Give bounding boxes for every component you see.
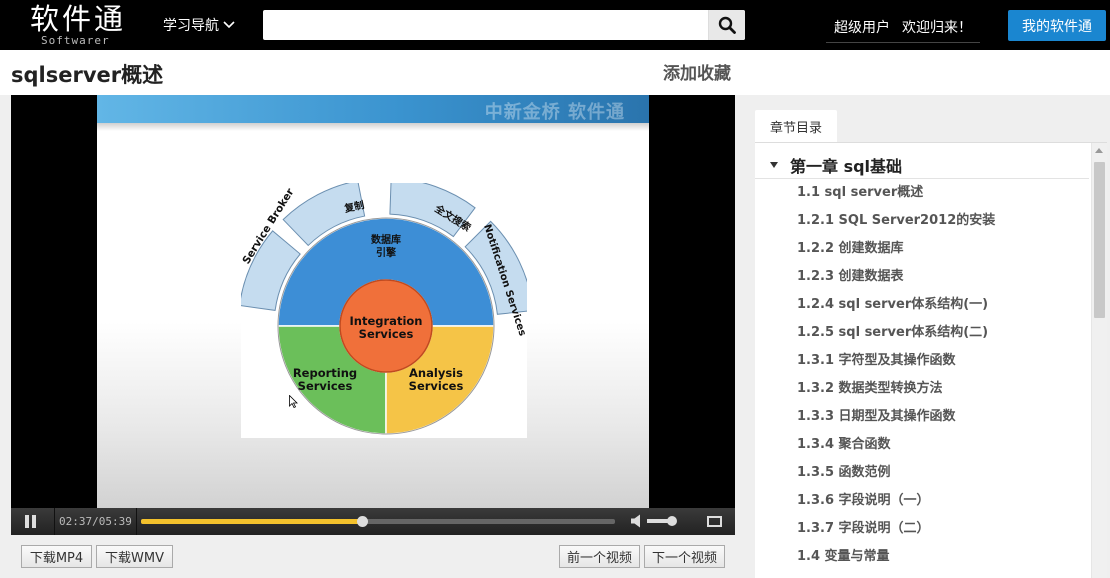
progress-fill xyxy=(141,519,362,524)
top-bar: 软件通 Softwarer 学习导航 超级用户 欢迎归来！ 我的软件通 xyxy=(0,0,1110,50)
previous-video-button[interactable]: 前一个视频 xyxy=(559,545,640,568)
lesson-list: 1.1 sql server概述 1.2.1 SQL Server2012的安装 1… xyxy=(755,179,1089,571)
sql-server-components-diagram: Integration Services 数据库 引擎 Reporting Se… xyxy=(238,177,534,438)
search-button[interactable] xyxy=(708,10,745,40)
lesson-item[interactable]: 1.3.2 数据类型转换方法 xyxy=(797,381,943,396)
lesson-item[interactable]: 1.2.4 sql server体系结构(一) xyxy=(797,297,989,312)
title-bar: sqlserver概述 添加收藏 xyxy=(0,50,1110,95)
lesson-item[interactable]: 1.3.1 字符型及其操作函数 xyxy=(797,353,956,368)
lesson-item[interactable]: 1.4 变量与常量 xyxy=(797,549,890,564)
diagram-core-line2: Services xyxy=(359,327,414,341)
diagram-reporting-line1: Reporting xyxy=(293,366,357,380)
add-favorite-link[interactable]: 添加收藏 xyxy=(663,64,731,84)
lesson-item[interactable]: 1.3.6 字段说明（一） xyxy=(797,493,930,508)
chapter-header[interactable]: 第一章 sql基础 xyxy=(755,151,1089,179)
diagram-petal-fulltext xyxy=(389,177,476,238)
lesson-item[interactable]: 1.2.3 创建数据表 xyxy=(797,269,904,284)
diagram-reporting-line2: Services xyxy=(298,379,353,393)
search-icon xyxy=(718,16,736,34)
volume-icon[interactable] xyxy=(631,514,643,528)
playback-time: 02:37/05:39 xyxy=(54,508,137,535)
next-video-button[interactable]: 下一个视频 xyxy=(644,545,725,568)
diagram-core xyxy=(339,279,433,373)
diagram-label-replication: 复制 xyxy=(342,198,365,215)
learning-nav-menu[interactable]: 学习导航 xyxy=(163,15,235,35)
diagram-analysis-line1: Analysis xyxy=(409,366,463,380)
tab-chapter-directory[interactable]: 章节目录 xyxy=(755,110,837,142)
diagram-petal-service-broker xyxy=(238,230,301,311)
diagram-engine-line1: 数据库 xyxy=(371,233,401,246)
fullscreen-icon[interactable] xyxy=(707,516,722,527)
search-box xyxy=(263,10,745,40)
mouse-cursor-icon xyxy=(289,395,298,408)
welcome-text: 欢迎归来！ xyxy=(902,19,972,36)
lesson-item[interactable]: 1.3.4 聚合函数 xyxy=(797,437,891,452)
lesson-item[interactable]: 1.3.3 日期型及其操作函数 xyxy=(797,409,956,424)
diagram-petal-notification xyxy=(464,220,534,315)
user-area: 超级用户 欢迎归来！ xyxy=(826,11,980,43)
volume-fill xyxy=(647,519,673,523)
diagram-core-line1: Integration xyxy=(350,314,423,328)
diagram-petal-replication xyxy=(282,180,366,247)
search-input[interactable] xyxy=(263,10,709,40)
volume-knob[interactable] xyxy=(667,516,678,526)
chevron-down-icon xyxy=(223,21,235,29)
player-controls: 02:37/05:39 xyxy=(11,508,735,535)
page-title: sqlserver概述 xyxy=(11,63,164,87)
scroll-thumb[interactable] xyxy=(1094,162,1105,318)
slide-banner: 中新金桥 软件通 xyxy=(97,95,649,123)
lesson-item[interactable]: 1.2.5 sql server体系结构(二) xyxy=(797,325,989,340)
video-player[interactable]: 中新金桥 软件通 Integration Services xyxy=(11,95,735,535)
video-frame: 中新金桥 软件通 Integration Services xyxy=(97,95,649,508)
user-role-link[interactable]: 超级用户 xyxy=(834,19,890,36)
learning-nav-label: 学习导航 xyxy=(163,18,219,34)
download-mp4-button[interactable]: 下载MP4 xyxy=(21,545,92,568)
site-logo-subtitle: Softwarer xyxy=(41,34,110,47)
slide-banner-watermark: 中新金桥 软件通 xyxy=(484,102,625,123)
diagram-engine-line2: 引擎 xyxy=(376,246,396,259)
diagram-svg: Integration Services 数据库 引擎 Reporting Se… xyxy=(238,177,534,435)
caret-down-icon xyxy=(770,161,778,168)
pause-icon-bar-left xyxy=(25,515,29,528)
scroll-up-arrow-icon[interactable] xyxy=(1095,148,1103,153)
diagram-outer-ring xyxy=(277,217,495,435)
lesson-item[interactable]: 1.3.5 函数范例 xyxy=(797,465,891,480)
slide-banner-shadow xyxy=(97,123,649,131)
diagram-analysis-line2: Services xyxy=(409,379,464,393)
pause-button[interactable] xyxy=(24,515,38,528)
download-wmv-button[interactable]: 下载WMV xyxy=(96,545,173,568)
chapter-sidebar: 第一章 sql基础 1.1 sql server概述 1.2.1 SQL Serv… xyxy=(755,142,1107,578)
progress-knob[interactable] xyxy=(356,516,368,527)
lesson-item[interactable]: 1.3.7 字段说明（二） xyxy=(797,521,930,536)
pause-icon-bar-right xyxy=(32,515,36,528)
volume-slider[interactable] xyxy=(647,516,678,526)
lesson-item[interactable]: 1.2.1 SQL Server2012的安装 xyxy=(797,213,996,228)
chapter-title: 第一章 sql基础 xyxy=(790,156,903,176)
sidebar-scrollbar[interactable] xyxy=(1091,143,1107,578)
site-logo[interactable]: 软件通 xyxy=(30,2,127,36)
progress-bar[interactable] xyxy=(141,516,615,527)
lesson-item[interactable]: 1.2.2 创建数据库 xyxy=(797,241,904,256)
my-softwarer-button[interactable]: 我的软件通 xyxy=(1008,10,1106,41)
lesson-item[interactable]: 1.1 sql server概述 xyxy=(797,185,924,200)
